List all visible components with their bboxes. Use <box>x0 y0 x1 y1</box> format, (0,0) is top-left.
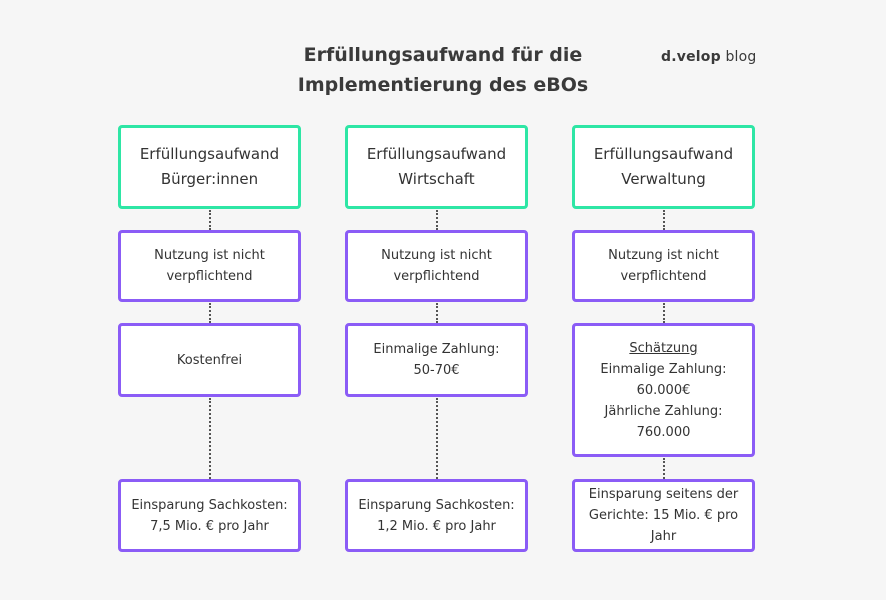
savings-line-2: 1,2 Mio. € pro Jahr <box>377 518 496 534</box>
header-box-verwaltung: Erfüllungsaufwand Verwaltung <box>572 125 755 209</box>
cost-line-3: Jährliche Zahlung: <box>604 403 723 419</box>
header-line-1: Erfüllungsaufwand <box>139 145 280 163</box>
header-box-buerger: Erfüllungsaufwand Bürger:innen <box>118 125 301 209</box>
obligation-line-1: Nutzung ist nicht <box>381 248 492 263</box>
obligation-box-wirtschaft: Nutzung ist nicht verpflichtend <box>345 230 528 302</box>
header-line-2: Verwaltung <box>621 170 706 188</box>
cost-line-2: 60.000€ <box>636 382 691 398</box>
header-line-1: Erfüllungsaufwand <box>593 145 734 163</box>
obligation-line-2: verpflichtend <box>393 269 480 284</box>
savings-line-2: Gerichte: 15 Mio. € pro <box>588 508 739 523</box>
connector-line <box>436 210 438 230</box>
connector-line <box>436 303 438 323</box>
cost-line-1: Einmalige Zahlung: <box>373 342 500 357</box>
header-line-2: Bürger:innen <box>160 170 259 188</box>
connector-line <box>209 210 211 230</box>
obligation-line-1: Nutzung ist nicht <box>154 248 265 263</box>
obligation-line-2: verpflichtend <box>166 269 253 284</box>
obligation-box-verwaltung: Nutzung ist nicht verpflichtend <box>572 230 755 302</box>
header-box-wirtschaft: Erfüllungsaufwand Wirtschaft <box>345 125 528 209</box>
brand-logo: d.velop blog <box>661 49 757 65</box>
cost-box-wirtschaft: Einmalige Zahlung: 50-70€ <box>345 323 528 397</box>
savings-box-buerger: Einsparung Sachkosten: 7,5 Mio. € pro Ja… <box>118 479 301 552</box>
brand-suffix: blog <box>725 49 757 65</box>
brand-name: d.velop <box>661 49 721 65</box>
connector-line <box>209 398 211 479</box>
header-line-2: Wirtschaft <box>398 170 475 188</box>
title-line-1: Erfüllungsaufwand für die <box>303 44 583 66</box>
cost-box-buerger: Kostenfrei <box>118 323 301 397</box>
cost-line-4: 760.000 <box>636 424 691 440</box>
savings-line-1: Einsparung seitens der <box>588 487 739 502</box>
savings-box-verwaltung: Einsparung seitens der Gerichte: 15 Mio.… <box>572 479 755 552</box>
cost-line-1: Einmalige Zahlung: <box>600 361 727 377</box>
obligation-box-buerger: Nutzung ist nicht verpflichtend <box>118 230 301 302</box>
cost-box-verwaltung: Schätzung Einmalige Zahlung: 60.000€ Jäh… <box>572 323 755 457</box>
diagram-title: Erfüllungsaufwand für die Implementierun… <box>243 40 643 100</box>
connector-line <box>209 303 211 323</box>
connector-line <box>663 458 665 479</box>
cost-heading: Schätzung <box>629 340 698 356</box>
savings-box-wirtschaft: Einsparung Sachkosten: 1,2 Mio. € pro Ja… <box>345 479 528 552</box>
savings-line-1: Einsparung Sachkosten: <box>131 497 288 513</box>
cost-line-2: 50-70€ <box>413 363 460 378</box>
savings-line-3: Jahr <box>650 529 677 544</box>
savings-line-1: Einsparung Sachkosten: <box>358 497 515 513</box>
connector-line <box>663 210 665 230</box>
connector-line <box>436 398 438 479</box>
obligation-line-1: Nutzung ist nicht <box>608 248 719 263</box>
connector-line <box>663 303 665 323</box>
savings-line-2: 7,5 Mio. € pro Jahr <box>150 518 269 534</box>
title-line-2: Implementierung des eBOs <box>297 74 589 96</box>
obligation-line-2: verpflichtend <box>620 269 707 284</box>
header-line-1: Erfüllungsaufwand <box>366 145 507 163</box>
cost-line-1: Kostenfrei <box>176 352 243 368</box>
